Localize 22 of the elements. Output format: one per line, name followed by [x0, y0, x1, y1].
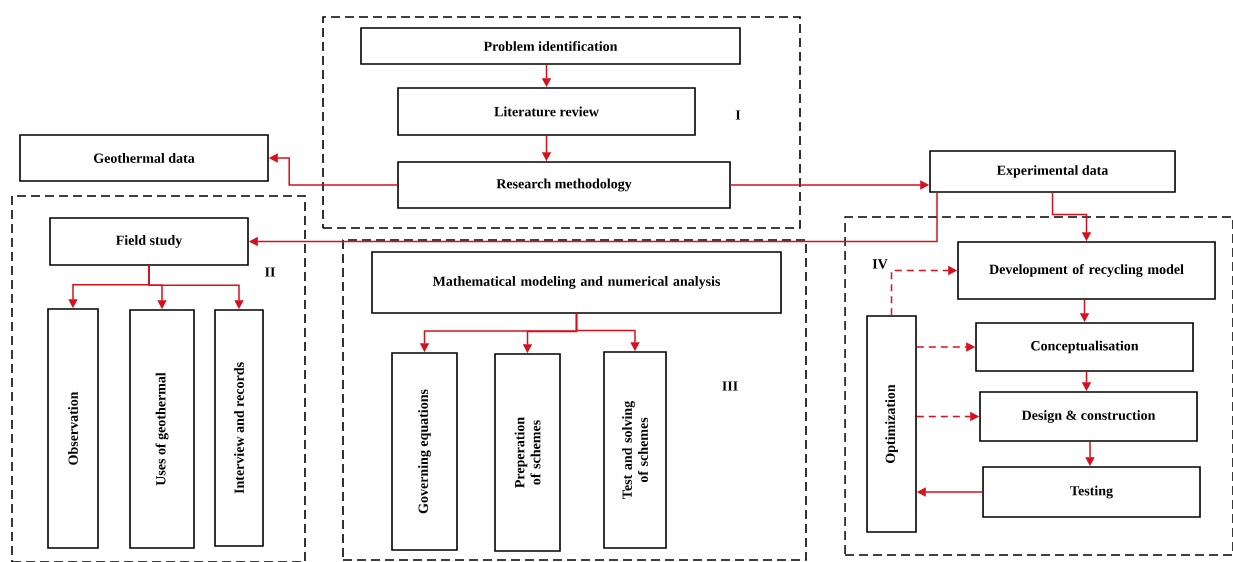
group-number: II — [265, 267, 275, 277]
process-box: Field study — [49, 217, 249, 266]
process-box: Experimental data — [929, 150, 1176, 193]
group-number: IV — [872, 259, 888, 269]
process-box: Mathematical modeling and numerical analysis — [371, 251, 782, 314]
process-box: Literature review — [397, 87, 696, 136]
process-box: Development of recycling model — [957, 241, 1216, 300]
vertical-box: Interview and records — [214, 309, 264, 547]
process-box: Geothermal data — [19, 134, 269, 182]
vertical-box: Observation — [47, 308, 99, 549]
vertical-box: Test and solving of schemes — [603, 351, 667, 549]
vertical-box: Uses of geothermal — [129, 309, 195, 549]
vertical-box: Preperation of schemes — [494, 353, 561, 552]
group-number: III — [722, 381, 738, 391]
process-box: Conceptualisation — [975, 322, 1194, 372]
process-box: Problem identification — [360, 27, 741, 65]
vertical-box: Governing equations — [391, 352, 458, 551]
group-number: I — [735, 110, 741, 120]
vertical-box: Optimization — [866, 315, 917, 533]
process-box: Testing — [982, 466, 1201, 518]
process-box: Research methodology — [397, 161, 731, 209]
process-box: Design & construction — [979, 391, 1198, 442]
